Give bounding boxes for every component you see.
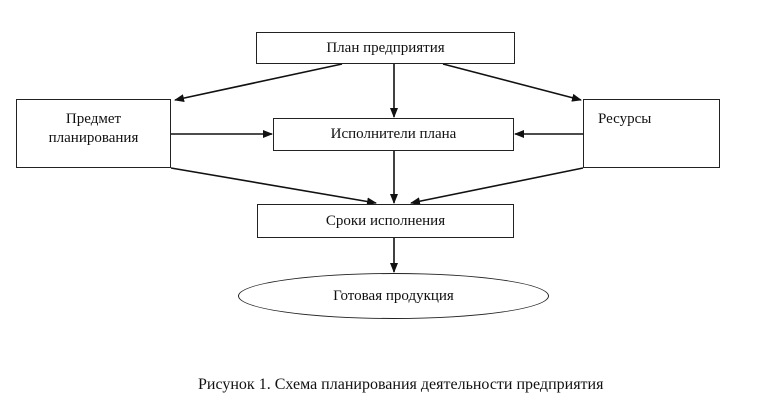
node-enterprise-plan-label: План предприятия [326,39,445,56]
node-finished-products-label: Готовая продукция [333,287,454,304]
arrow-resources-to-deadline [410,167,584,206]
node-execution-deadlines: Сроки исполнения [257,204,514,238]
node-planning-subject-line1: Предмет [65,111,122,127]
arrow-plan-to-subject [174,63,343,103]
node-planning-subject: Предмет планирования [16,99,171,168]
node-finished-products: Готовая продукция [238,273,549,319]
node-planning-subject-line2: планирования [48,129,139,146]
node-enterprise-plan: План предприятия [256,32,515,64]
node-plan-executors-label: Исполнители плана [330,126,457,143]
arrow-subject-to-deadline [170,167,377,206]
node-plan-executors: Исполнители плана [273,118,514,151]
figure-caption: Рисунок 1. Схема планирования деятельнос… [198,376,604,393]
arrow-plan-to-resources [442,63,582,102]
node-resources: Ресурсы [583,99,720,168]
node-planning-subject-label: Предмет планирования [34,110,154,148]
node-resources-label: Ресурсы [598,111,652,127]
node-execution-deadlines-label: Сроки исполнения [325,212,446,229]
